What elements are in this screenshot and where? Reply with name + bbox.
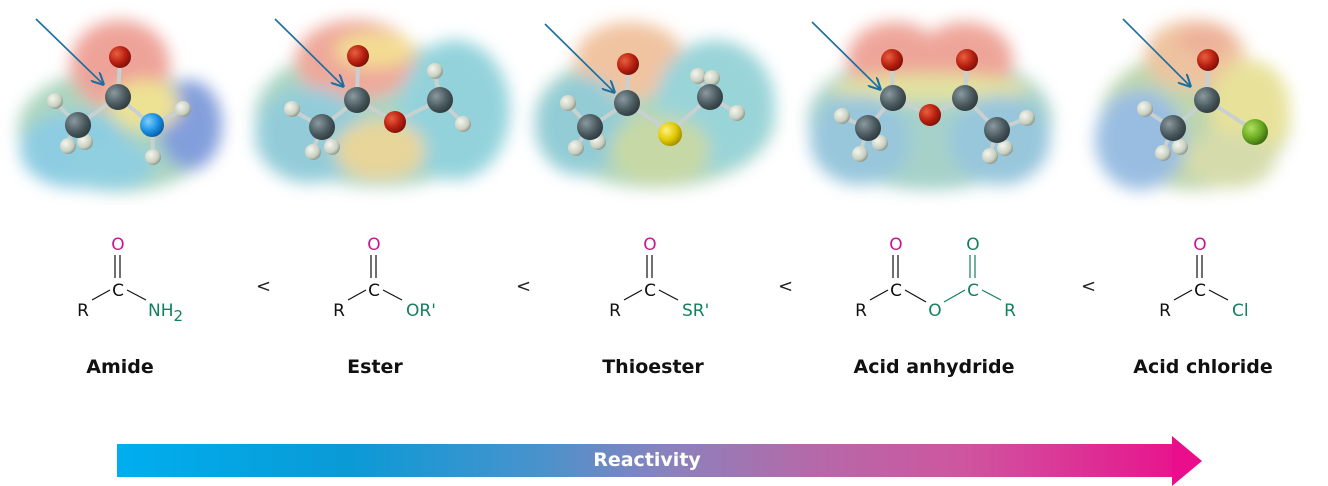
acid-anhydride-structure: O C R O O C R	[848, 230, 1038, 330]
chlorine: Cl	[1232, 301, 1249, 321]
carbonyl-oxygen: O	[1193, 235, 1206, 255]
carbonyl-carbon: C	[890, 281, 902, 301]
amide-model	[18, 18, 222, 192]
less-than-3: <	[778, 276, 794, 297]
ester-structure: O C R OR'	[326, 230, 466, 330]
less-than-2: <	[516, 276, 532, 297]
less-than-4: <	[1081, 276, 1097, 297]
r-group: R	[77, 301, 89, 321]
carbonyl-carbon: C	[1194, 281, 1206, 301]
acid-chloride-model	[1095, 18, 1290, 190]
carbonyl-oxygen: O	[643, 235, 656, 255]
second-carbonyl-carbon: C	[967, 281, 979, 301]
reactivity-gradient-bar	[117, 444, 1177, 477]
compound-name-acid-chloride: Acid chloride	[1133, 356, 1273, 378]
r-group: R	[609, 301, 621, 321]
reactivity-label: Reactivity	[593, 449, 701, 471]
second-r-group: R	[1004, 301, 1016, 321]
carbonyl-oxygen: O	[889, 235, 902, 255]
compound-name-acid-anhydride: Acid anhydride	[853, 356, 1015, 378]
ester-model	[255, 18, 510, 187]
thioester-model	[535, 22, 775, 188]
second-carbonyl-oxygen: O	[966, 235, 979, 255]
amino-group: NH2	[148, 301, 183, 325]
carbonyl-carbon: C	[112, 281, 124, 301]
r-group: R	[333, 301, 345, 321]
acid-chloride-structure: O C R Cl	[1152, 230, 1292, 330]
r-group: R	[855, 301, 867, 321]
amide-structure: O C R NH2	[70, 230, 210, 330]
alkoxy-group: OR'	[406, 301, 436, 321]
carbonyl-carbon: C	[368, 281, 380, 301]
carbonyl-oxygen: O	[111, 235, 124, 255]
electrostatic-potential-maps	[18, 18, 1290, 192]
less-than-1: <	[256, 276, 272, 297]
reactivity-arrow: Reactivity	[117, 436, 1202, 486]
compound-name-amide: Amide	[86, 356, 154, 378]
acid-anhydride-model	[808, 21, 1052, 190]
molecular-models-row	[0, 0, 1328, 205]
compound-name-ester: Ester	[347, 356, 403, 378]
bridging-oxygen: O	[928, 301, 941, 321]
r-group: R	[1159, 301, 1171, 321]
carbonyl-carbon: C	[644, 281, 656, 301]
carbonyl-oxygen: O	[367, 235, 380, 255]
compound-name-thioester: Thioester	[602, 356, 704, 378]
arrow-head-icon	[1172, 436, 1202, 486]
thioester-structure: O C R SR'	[602, 230, 742, 330]
thiol-group: SR'	[682, 301, 709, 321]
